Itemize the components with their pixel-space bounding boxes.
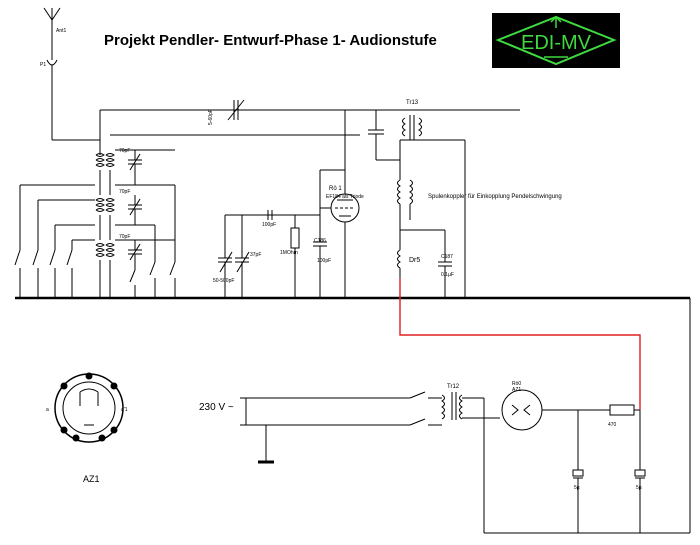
spulenkoppler-coil: [397, 179, 413, 250]
trimmer-top-label: 5-60pF: [208, 109, 214, 125]
socket-pin-right: a'1: [121, 407, 128, 413]
choke-dr5: [397, 229, 452, 298]
tube-ro1-type: EF184 als Triode: [326, 194, 364, 200]
grid-resistor-label: 1MOhm: [280, 250, 298, 256]
cap-70c-label: 70pF: [119, 234, 130, 240]
cap-5b-label: 5µ: [636, 485, 642, 491]
c187-value: 0.1µF: [441, 272, 454, 278]
highlight-wire: [399, 278, 641, 410]
tr12-label: Tr12: [447, 384, 460, 390]
logo-arrow: [550, 15, 562, 23]
antenna-label: Ant1: [56, 28, 67, 34]
socket-pin-left: a: [46, 407, 49, 413]
logo-graphic: EDI-MV: [495, 15, 617, 66]
antenna-symbol: [43, 7, 100, 141]
spulenkoppler-label: Spulenkoppler für Einkopplung Pendelschw…: [428, 194, 562, 200]
res-470-label: 470: [608, 422, 617, 428]
cap-70b-label: 70pF: [119, 189, 130, 195]
logo-text: EDI-MV: [521, 32, 592, 54]
tr13-label: Tr13: [406, 100, 419, 106]
trimmer-capacitors-70pf: [115, 149, 176, 298]
grid-resistor: [290, 215, 300, 298]
transformer-tr13: [368, 110, 466, 298]
tube-socket-az1: [54, 372, 124, 443]
tube-ro1-name: Rö 1: [329, 186, 342, 192]
tuning-capacitors: [218, 210, 320, 298]
band-switches: [14, 184, 95, 298]
page-title: Projekt Pendler- Entwurf-Phase 1- Audion…: [104, 32, 437, 49]
cap-70a-label: 70pF: [119, 148, 130, 154]
c187-name: C187: [441, 254, 453, 260]
antenna-connector-label: P1: [40, 62, 46, 68]
socket-label: AZ1: [83, 474, 100, 484]
coupling-cap-label: 100pF: [262, 222, 276, 228]
capacitor-c186: [313, 169, 345, 298]
mains-label: 230 V ~: [199, 402, 234, 413]
rect-tube-name: Rö0: [512, 381, 521, 387]
dr5-label: Dr5: [409, 257, 420, 264]
edi-mv-logo: EDI-MV: [492, 13, 620, 68]
power-supply: [240, 298, 691, 534]
rect-tube-type: AZ1: [512, 387, 521, 393]
coil-stack: [95, 153, 115, 298]
cap-50-500-label: 50-500pF: [213, 278, 234, 284]
tube-ro1: [320, 110, 360, 298]
c186-name: C186: [314, 238, 326, 244]
c186-value: 100pF: [317, 258, 331, 264]
logo-diamond: [495, 15, 617, 66]
cap-5a-label: 5µ: [574, 485, 580, 491]
top-trimmer-capacitor: [227, 99, 245, 121]
cap-37-label: 37pF: [250, 252, 261, 258]
